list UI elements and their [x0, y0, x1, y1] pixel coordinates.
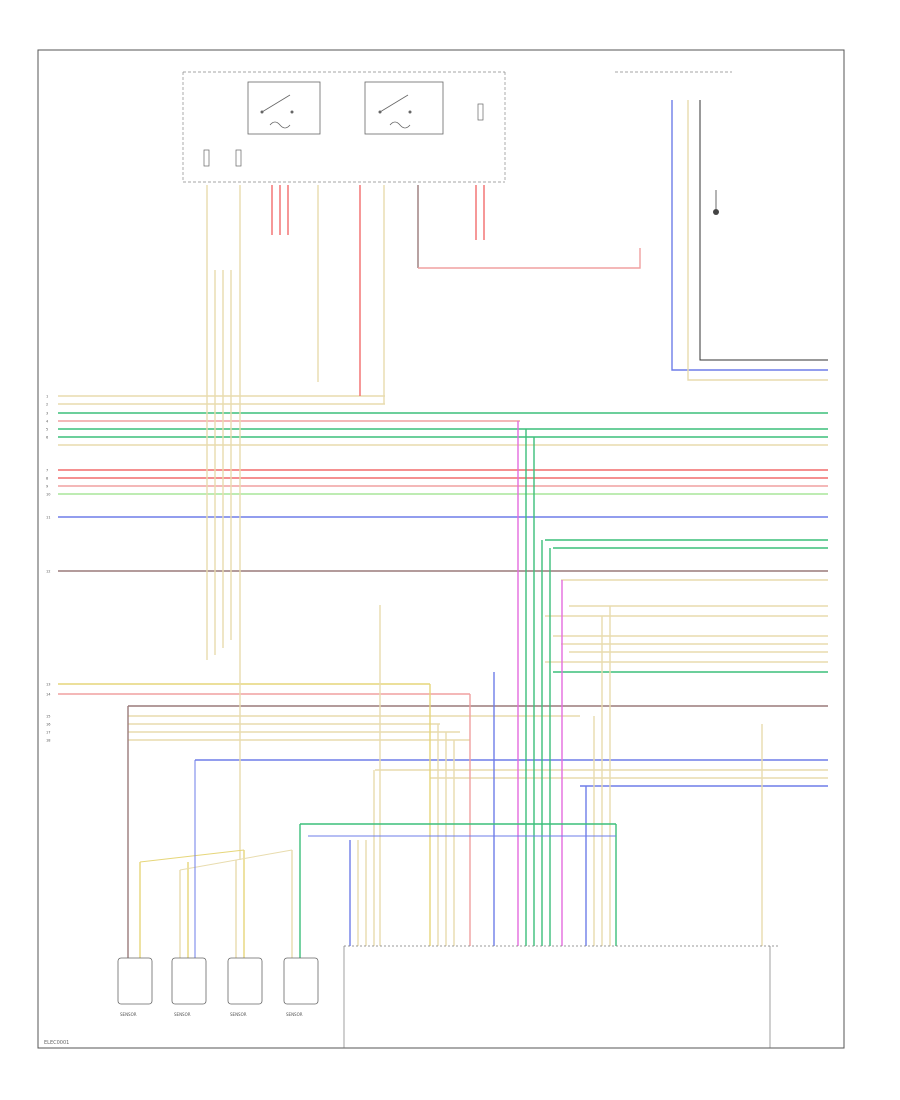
left-terminal-label: 16: [46, 723, 50, 727]
ecm-connector: [343, 945, 780, 1048]
left-terminal-label: 18: [46, 739, 50, 743]
sensor-label: SENSOR: [286, 1012, 303, 1017]
sensor-label: SENSOR: [230, 1012, 247, 1017]
left-terminal-label: 11: [46, 516, 50, 520]
left-terminal-label: 17: [46, 731, 50, 735]
relay-1: [247, 81, 321, 135]
sensor-link-2: [179, 849, 293, 871]
left-terminal-label: 8: [46, 477, 48, 481]
brown-cross: [418, 248, 641, 269]
relay-2: [364, 81, 444, 135]
right-black: [699, 100, 828, 361]
left-terminal-label: 12: [46, 570, 50, 574]
diagram-frame: [37, 49, 845, 1049]
fuse-1: [203, 149, 210, 167]
left-terminal-label: 7: [46, 469, 48, 473]
left-terminal-label: 9: [46, 485, 48, 489]
relay-module: [182, 71, 506, 183]
left-terminal-label: 15: [46, 715, 50, 719]
left-terminal-label: 10: [46, 493, 50, 497]
left-terminal-label: 1: [46, 395, 48, 399]
sensor-link-1: [139, 849, 245, 863]
right-blue: [671, 100, 828, 371]
left-terminal-label: 4: [46, 420, 49, 424]
left-terminal-label: 2: [46, 403, 48, 407]
diagram-stamp: ELEC0001: [44, 1040, 69, 1046]
sensor-label: SENSOR: [120, 1012, 137, 1017]
sensor-label: SENSOR: [174, 1012, 191, 1017]
sensor-3: SENSOR: [227, 957, 263, 1017]
sensor-1: SENSOR: [117, 957, 153, 1017]
left-terminal-label: 5: [46, 428, 48, 432]
fuse-2: [235, 149, 242, 167]
sensor-group: SENSOR SENSOR SENSOR SENSOR: [117, 957, 319, 1017]
power-module: [615, 71, 732, 215]
left-terminal-label: 6: [46, 436, 48, 440]
right-tan: [687, 100, 828, 381]
left-terminal-label: 3: [46, 412, 48, 416]
sensor-4: SENSOR: [283, 957, 319, 1017]
left-terminal-label: 13: [46, 683, 50, 687]
fuse-3: [477, 103, 484, 121]
wire-harness: [58, 100, 828, 958]
sensor-2: SENSOR: [171, 957, 207, 1017]
left-terminal-label: 14: [46, 693, 51, 697]
